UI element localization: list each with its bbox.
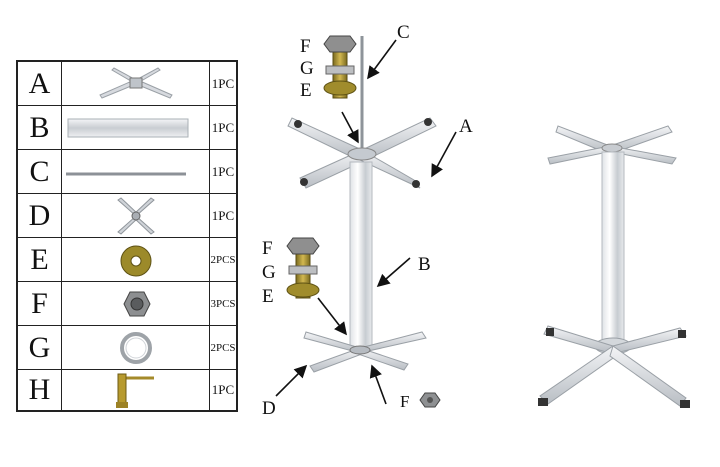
lower-bolt-stack	[287, 238, 319, 298]
arrow-c	[368, 40, 396, 78]
arrow-b	[378, 258, 410, 286]
arrow-d	[276, 366, 306, 396]
assembled-table	[538, 126, 690, 408]
callout-lower-f: F	[262, 238, 273, 260]
arrow-a	[432, 132, 456, 176]
callout-upper-g: G	[300, 58, 314, 80]
callout-d: D	[262, 398, 276, 420]
upper-bolt-stack	[324, 36, 356, 98]
arrow-e-upper	[342, 112, 358, 142]
arrow-e-lower	[318, 298, 346, 334]
callout-a: A	[459, 116, 473, 138]
callout-b: B	[418, 254, 431, 276]
arrow-f	[372, 366, 386, 404]
callout-c: C	[397, 22, 410, 44]
callout-lower-g: G	[262, 262, 276, 284]
callout-f: F	[400, 392, 409, 412]
pole-b	[350, 162, 372, 348]
callout-upper-e: E	[300, 80, 312, 102]
loose-nut-f	[420, 393, 440, 407]
callout-lower-e: E	[262, 286, 274, 308]
callout-upper-f: F	[300, 36, 311, 58]
